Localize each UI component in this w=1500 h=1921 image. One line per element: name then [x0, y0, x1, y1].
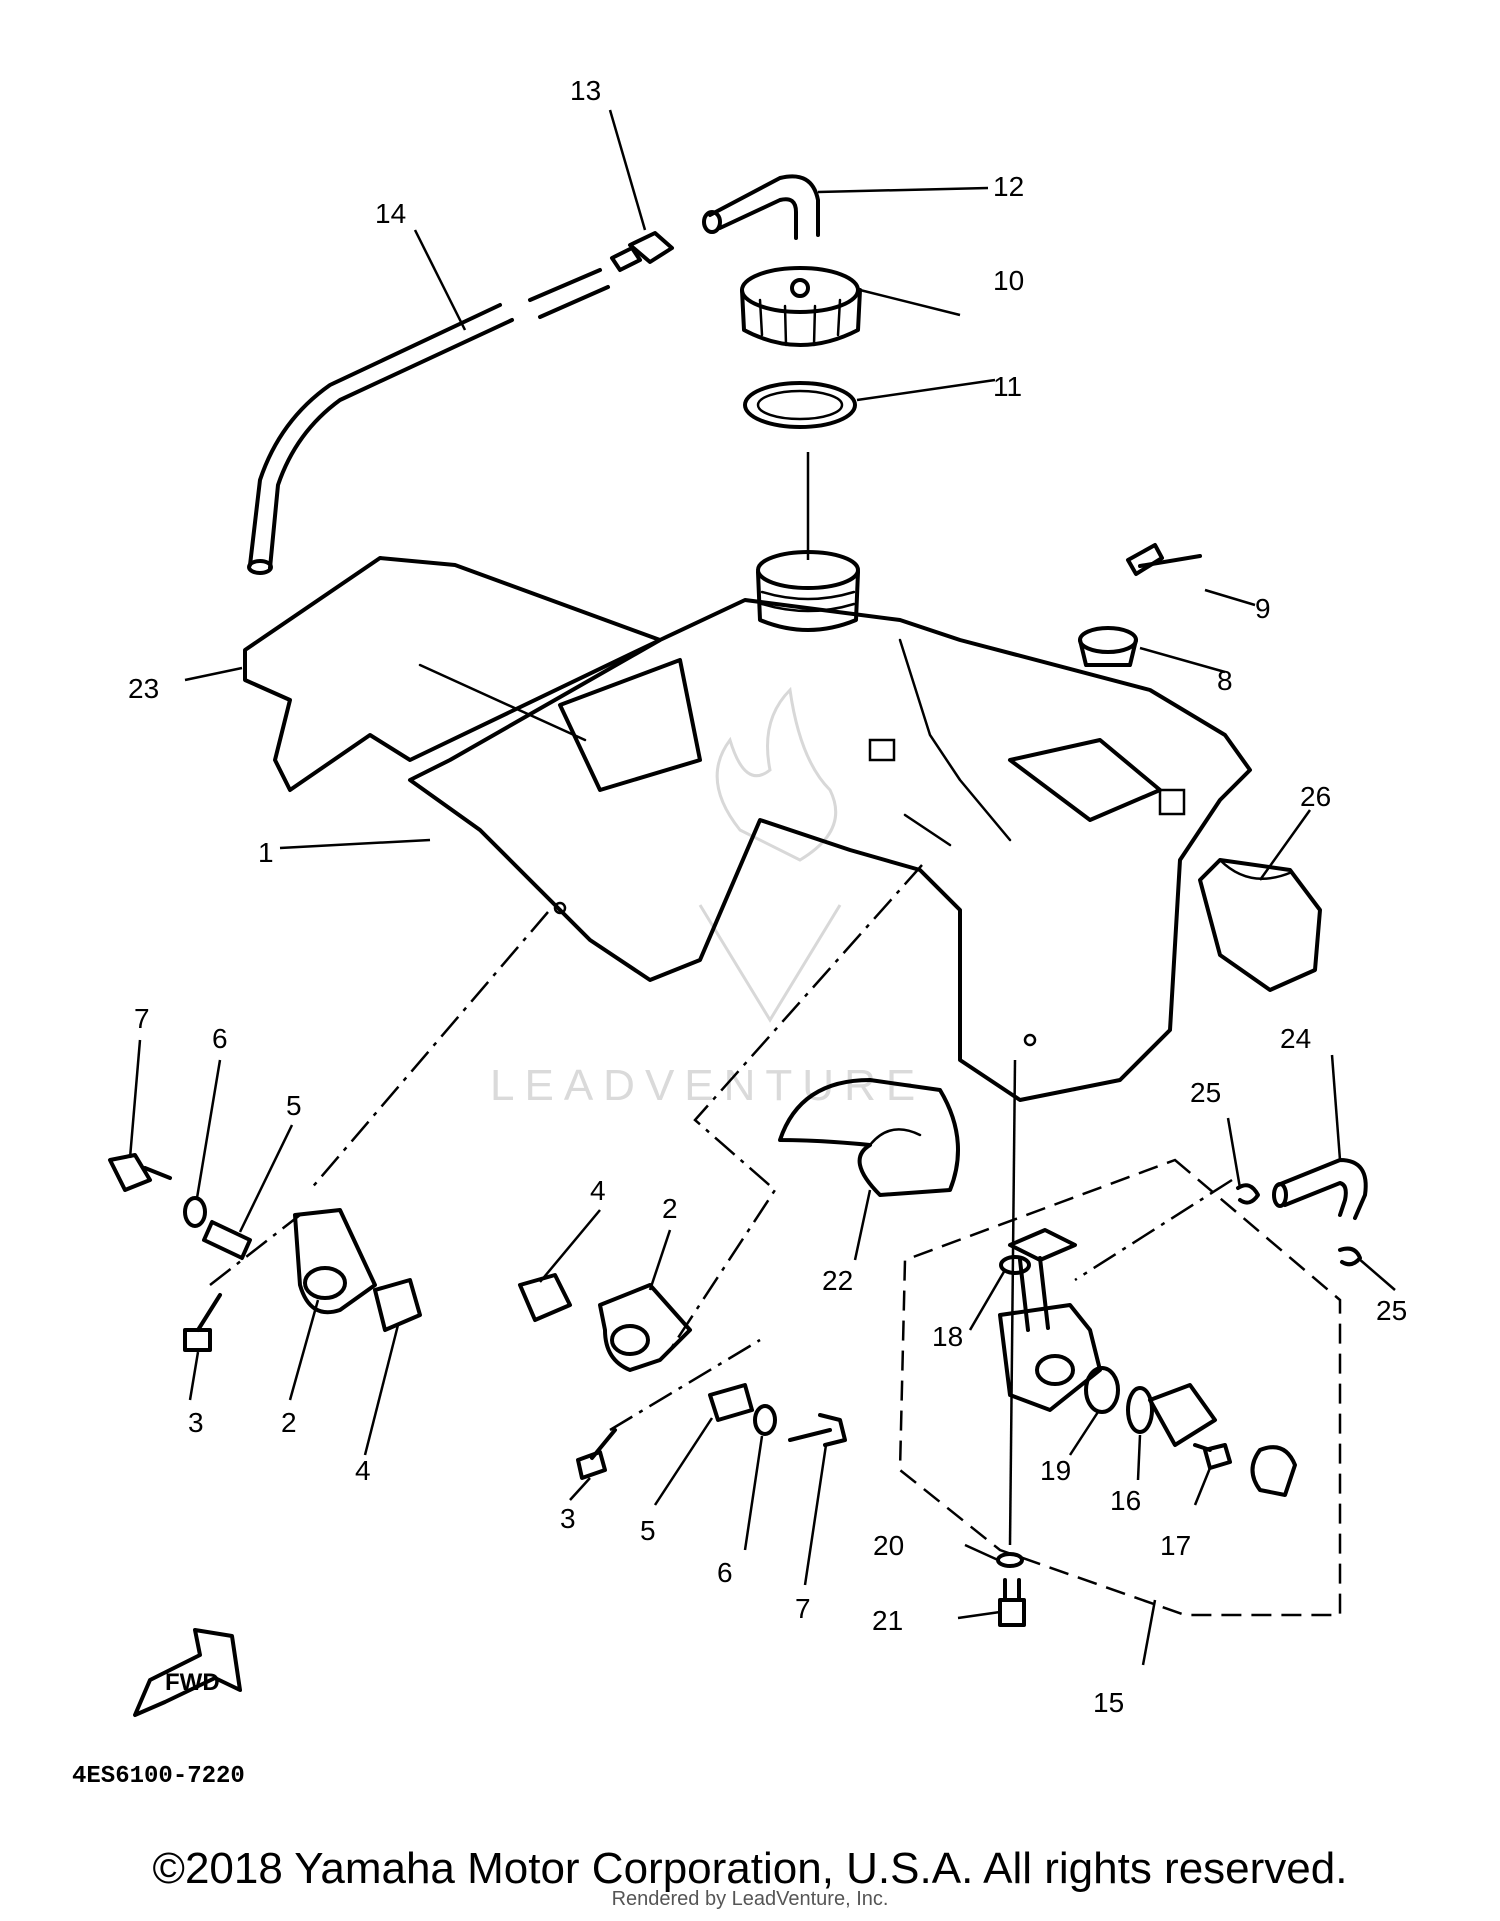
callout-15: 15 — [1093, 1687, 1124, 1718]
breather-hose — [702, 174, 820, 240]
callout-24: 24 — [1280, 1023, 1311, 1054]
mount-line-left — [309, 911, 549, 1191]
screw-17 — [1193, 1443, 1232, 1470]
callout-3b: 3 — [560, 1503, 576, 1534]
bolt-21 — [998, 1578, 1026, 1627]
callout-25b: 25 — [1376, 1295, 1407, 1326]
callout-21: 21 — [872, 1605, 903, 1636]
fuel-cock-group-outline — [898, 1158, 1342, 1617]
bracket-middle — [598, 1283, 692, 1372]
callout-23: 23 — [128, 673, 159, 704]
screw — [1126, 543, 1202, 576]
side-cover — [243, 556, 662, 792]
bolt-left-3 — [183, 1293, 222, 1352]
callout-6b: 6 — [717, 1557, 733, 1588]
bolt-middle-7 — [788, 1413, 847, 1447]
callout-12: 12 — [993, 171, 1024, 202]
callout-11: 11 — [993, 371, 1022, 402]
washer-20 — [996, 1552, 1024, 1568]
damper-22 — [778, 1078, 960, 1197]
collar-middle-5 — [708, 1383, 754, 1422]
callout-7b: 7 — [795, 1593, 811, 1624]
fuel-cock-gasket-18 — [999, 1228, 1077, 1275]
clip-25 — [1236, 1183, 1260, 1205]
callout-4a: 4 — [590, 1175, 606, 1206]
washer-left-6 — [183, 1196, 207, 1228]
damper — [1078, 626, 1138, 667]
callout-8: 8 — [1217, 665, 1233, 696]
callout-25a: 25 — [1190, 1077, 1221, 1108]
damper-left-4 — [373, 1278, 422, 1332]
callout-1: 1 — [258, 837, 274, 868]
copyright-notice: ©2018 Yamaha Motor Corporation, U.S.A. A… — [152, 1844, 1348, 1893]
rendered-by-notice: Rendered by LeadVenture, Inc. — [611, 1888, 889, 1910]
fuel-tank — [408, 550, 1252, 1102]
callout-26: 26 — [1300, 781, 1331, 812]
washer-middle-6 — [753, 1404, 777, 1436]
mount-line-right — [1074, 1178, 1233, 1282]
callout-numbers: 1 2 2 3 3 4 4 5 5 6 6 7 7 8 9 10 11 12 1… — [128, 75, 1407, 1718]
o-ring-16 — [1126, 1386, 1154, 1434]
callout-7a: 7 — [134, 1003, 150, 1034]
drawing-code: 4ES6100-7220 — [72, 1763, 245, 1790]
mount-line-middle — [668, 864, 923, 1351]
bolt-middle-3 — [576, 1428, 617, 1480]
callout-19: 19 — [1040, 1455, 1071, 1486]
callout-2b: 2 — [281, 1407, 297, 1438]
bracket-left — [293, 1208, 377, 1315]
cock-center-line — [1008, 1059, 1017, 1546]
callout-18: 18 — [932, 1321, 963, 1352]
fwd-arrow: FWD — [133, 1628, 242, 1717]
fuel-cap — [740, 266, 862, 347]
fuel-hose-24 — [1272, 1158, 1368, 1220]
callout-16: 16 — [1110, 1485, 1141, 1516]
fwd-label: FWD — [165, 1669, 220, 1696]
callout-3a: 3 — [188, 1407, 204, 1438]
callout-17: 17 — [1160, 1530, 1191, 1561]
callout-5b: 5 — [640, 1515, 656, 1546]
cap-gasket — [743, 381, 857, 429]
callout-10: 10 — [993, 265, 1024, 296]
callout-6a: 6 — [212, 1023, 228, 1054]
collar-left-5 — [202, 1220, 252, 1260]
breather-valve — [610, 231, 674, 272]
vent-hose — [247, 268, 610, 575]
strainer-19 — [1084, 1366, 1120, 1414]
leadventure-watermark: LEADVENTURE — [490, 686, 925, 1110]
callout-9: 9 — [1255, 593, 1271, 624]
callout-22: 22 — [822, 1265, 853, 1296]
callout-20: 20 — [873, 1530, 904, 1561]
clip-25b — [1338, 1246, 1362, 1267]
lever — [1250, 1445, 1297, 1497]
bolt-axis-left — [209, 1214, 301, 1286]
bolt-axis-middle — [609, 1338, 761, 1432]
plate — [1148, 1383, 1217, 1447]
watermark-text: LEADVENTURE — [490, 1061, 925, 1110]
callout-5a: 5 — [286, 1090, 302, 1121]
protector — [1198, 858, 1322, 992]
callout-13: 13 — [570, 75, 601, 106]
callout-14: 14 — [375, 198, 406, 229]
bolt-left-7 — [108, 1153, 172, 1192]
callout-4b: 4 — [355, 1455, 371, 1486]
callout-2a: 2 — [662, 1193, 678, 1224]
damper-middle-4 — [518, 1273, 572, 1322]
leader-lines — [128, 109, 1396, 1666]
